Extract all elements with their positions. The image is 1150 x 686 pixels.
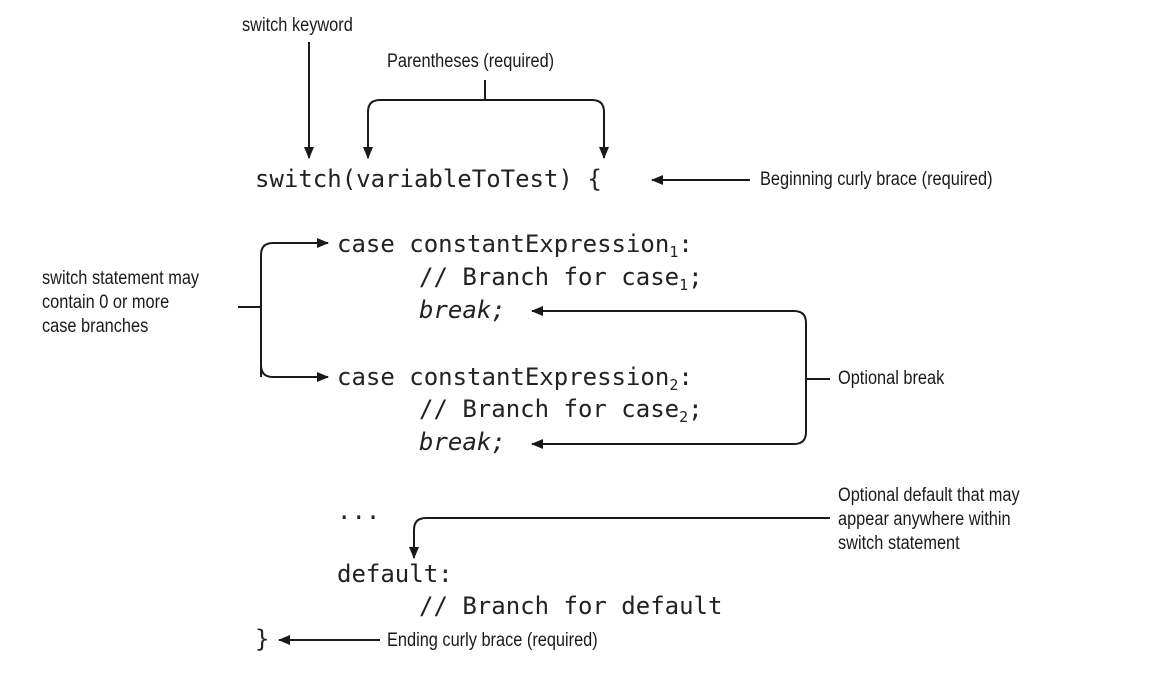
optional-default-arrow: [409, 517, 830, 559]
default-body: // Branch for default: [419, 592, 723, 620]
case2-body: // Branch for case2;: [419, 395, 703, 426]
break2-line: break;: [419, 428, 506, 456]
case1-line: case constantExpression1:: [337, 230, 693, 261]
ellipsis-line: ...: [337, 497, 381, 525]
break1-line: break;: [419, 296, 506, 324]
parentheses-bracket: [367, 80, 604, 158]
default-line: default:: [337, 560, 453, 588]
switch-keyword-label: switch keyword: [242, 15, 353, 36]
case-branches-bracket: [238, 243, 328, 308]
beginning-brace-label: Beginning curly brace (required): [760, 169, 993, 190]
case-branches-lower: [260, 364, 329, 382]
parentheses-label: Parentheses (required): [387, 51, 555, 72]
optional-break-upper: [531, 306, 807, 324]
ending-brace-label: Ending curly brace (required): [387, 630, 598, 651]
closing-brace: }: [255, 625, 270, 653]
switch-line: switch(variableToTest) {: [255, 165, 602, 193]
optional-break-lower: [531, 431, 807, 449]
case1-body: // Branch for case1;: [419, 263, 703, 294]
case2-line: case constantExpression2:: [337, 363, 693, 394]
optional-break-label: Optional break: [838, 368, 945, 389]
